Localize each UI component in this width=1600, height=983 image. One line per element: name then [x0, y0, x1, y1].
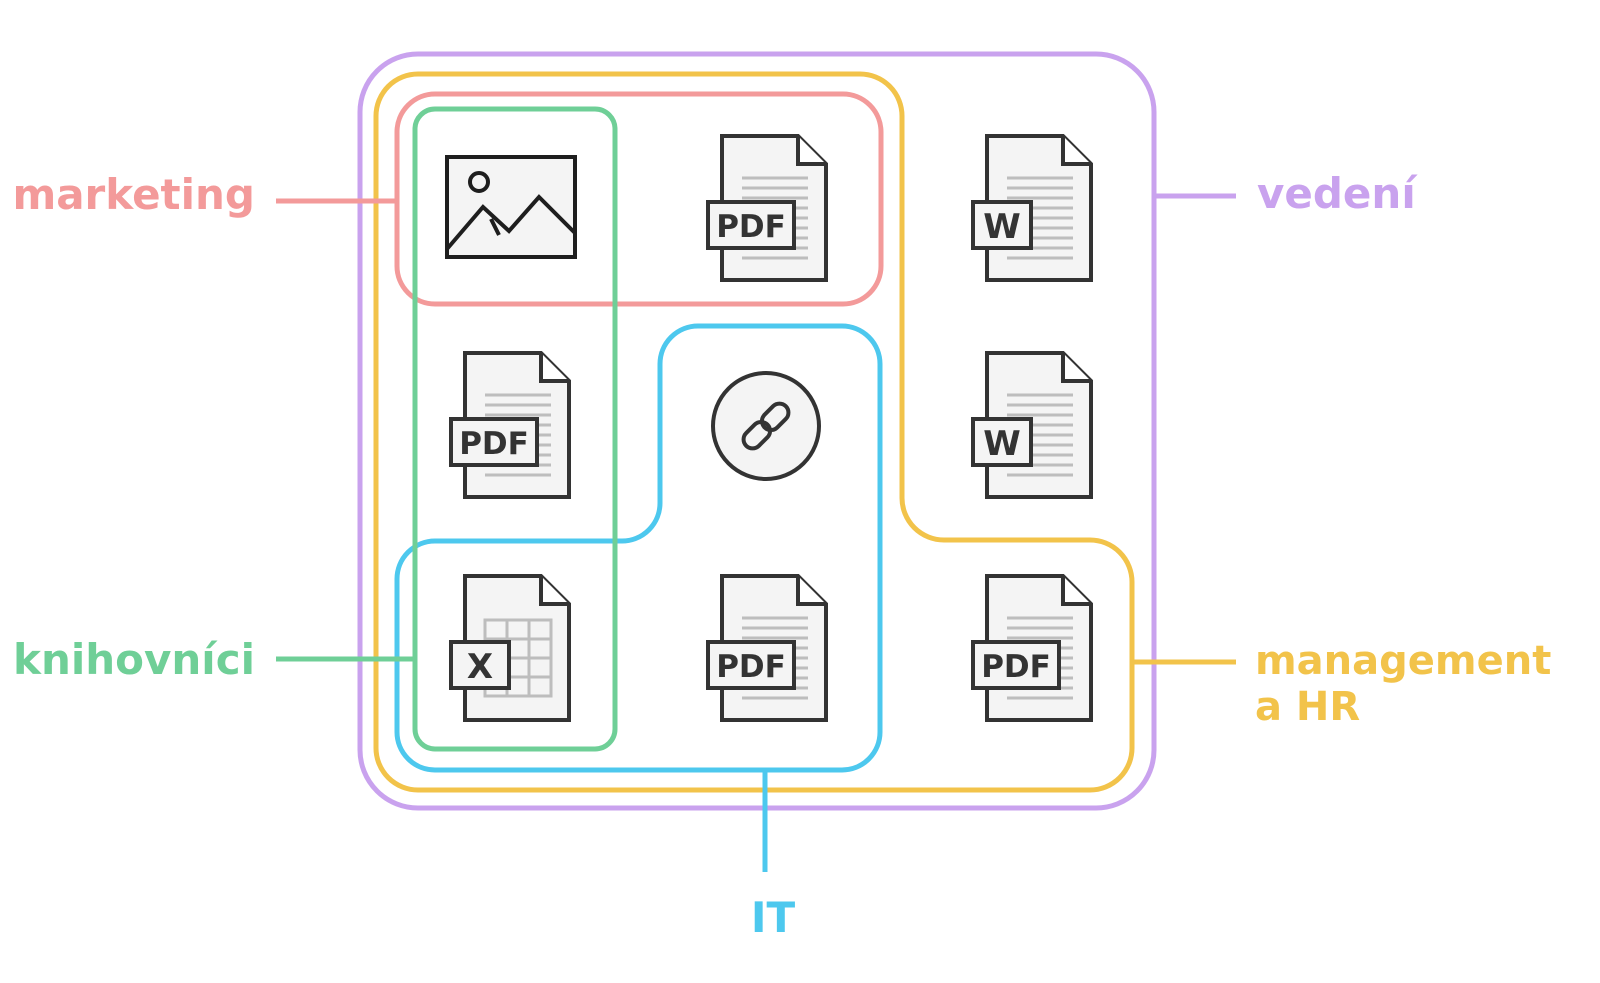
group-label-management-line2: a HR — [1255, 684, 1360, 730]
pdf-file-icon: PDF — [971, 574, 1093, 722]
group-vedeni-outline — [357, 51, 1157, 811]
group-management-outline — [373, 71, 1135, 793]
group-knihovnici-outline — [412, 106, 618, 752]
excel-file-icon: X — [449, 574, 571, 722]
word-file-icon: W — [971, 134, 1093, 282]
excel-badge-label: X — [467, 647, 493, 687]
group-label-vedeni: vedení — [1257, 169, 1418, 218]
group-it-outline — [394, 323, 883, 773]
pdf-badge-label: PDF — [981, 649, 1051, 685]
pdf-file-icon: PDF — [706, 574, 828, 722]
pdf-file-icon: PDF — [706, 134, 828, 282]
link-icon — [711, 371, 821, 481]
group-label-management-line1: management — [1255, 638, 1551, 684]
word-file-icon: W — [971, 351, 1093, 499]
pdf-badge-label: PDF — [716, 649, 786, 685]
group-label-it: IT — [751, 893, 796, 942]
group-label-knihovnici: knihovníci — [13, 635, 255, 684]
word-badge-label: W — [983, 424, 1021, 464]
image-icon — [445, 155, 577, 259]
pdf-badge-label: PDF — [459, 426, 529, 462]
pdf-badge-label: PDF — [716, 209, 786, 245]
group-label-marketing: marketing — [12, 170, 255, 219]
word-badge-label: W — [983, 207, 1021, 247]
pdf-file-icon: PDF — [449, 351, 571, 499]
